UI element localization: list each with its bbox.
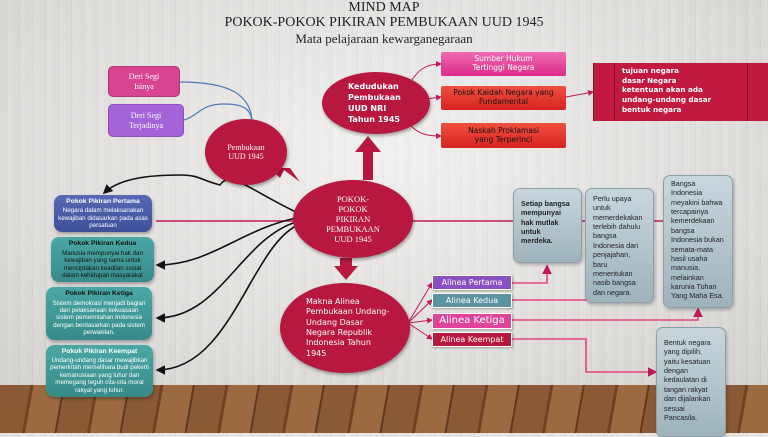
link-alinea-1 (512, 264, 552, 284)
divider (747, 63, 748, 121)
arrow-alinea-1 (407, 282, 433, 324)
arrow-pp-2 (155, 217, 297, 270)
arrow-to-kedudukan (355, 136, 381, 180)
link-alinea-3 (512, 307, 703, 321)
makna-node: Makna Alinea Pembukaan Undang-Undang Das… (280, 283, 410, 373)
connector-isi (179, 81, 253, 121)
detail-item: tujuan negara (622, 66, 679, 75)
arrow-pp-4 (155, 225, 297, 375)
arrow-detail (565, 89, 594, 98)
title-line3: Mata pelajaraan kewarganegaraan (295, 31, 473, 46)
alinea-ketiga: Alinea Ketiga (432, 313, 512, 329)
pp-text: Sistem demokrasi menjadi bagian dari pel… (52, 299, 146, 337)
explain-pertama: Setiap bangsa mempunyai hak mutlak untuk… (513, 188, 582, 263)
detail-item: ketentuan akan ada (622, 85, 703, 95)
detail-item: bentuk negara (622, 104, 682, 114)
alinea-pertama: Alinea Pertama (432, 275, 512, 290)
detail-item: dasar Negara (622, 75, 677, 85)
arrow-to-makna (334, 258, 358, 280)
arrow-pp-3 (155, 221, 297, 323)
pp-title: Pokok Pikiran Ketiga (65, 290, 133, 298)
segi-terjadi-node: Deri Segi Terjadinya (108, 104, 184, 137)
link-alinea-4 (512, 338, 658, 377)
arrow-alinea-4 (407, 322, 433, 340)
arrow-pp-1 (102, 174, 297, 213)
kedudukan-item-1: Sumber Hukum Tertinggi Negara (441, 52, 566, 76)
pp-title: Pokok Pikiran Pertama (66, 198, 140, 205)
detail-item: undang-undang dasar (622, 95, 712, 105)
arrow-kedudukan-1 (409, 61, 442, 84)
kedudukan-item-3: Naskah Proklamasi yang Terperinci (441, 123, 566, 148)
arrow-alinea-2 (407, 299, 433, 324)
alinea-kedua: Alinea Kedua (432, 293, 512, 308)
center-node: POKOK-POKOK PIKIRAN PEMBUKAAN UUD 1945 (293, 180, 413, 258)
explain-ketiga: Bangsa Indonesia meyakini bahwa tercapai… (663, 175, 733, 308)
kedudukan-item-2: Pokok Kaidah Negara yang Fundamental (441, 86, 566, 110)
arrow-alinea-3 (407, 317, 433, 324)
kedudukan-detail-box: tujuan negara dasar Negara ketentuan aka… (593, 63, 768, 121)
explain-keempat: Bentuk negara yang dipilih, yaitu kesatu… (656, 327, 726, 437)
kedudukan-node: Kedudukan Pembukaan UUD NRI Tahun 1945 (322, 72, 430, 134)
title-line2: POKOK-POKOK PIKIRAN PEMBUKAAN UUD 1945 (224, 15, 544, 30)
explain-kedua: Perlu upaya untuk memerdekakan terlebih … (585, 188, 654, 303)
divider (614, 63, 615, 121)
title-line1: MIND MAP (348, 0, 420, 15)
pp-text: Undang-undang dasar mewajibkan pemerinta… (50, 356, 149, 394)
arrow-kedudukan-3 (409, 124, 442, 139)
pp-text: Manusia mempunyai hak dan kewajiban yang… (62, 249, 143, 279)
alinea-keempat: Alinea Keempat (432, 332, 512, 347)
segi-isi-node: Deri Segi Isinya (108, 66, 180, 97)
pp-title: Pokok Pikiran Kedua (68, 240, 137, 248)
connector-terjadi (183, 103, 253, 121)
pembukaan-node: Pembukaan UUD 1945 (205, 119, 287, 185)
pp-text: Negara dalam melaksanakan kewajiban dida… (58, 207, 148, 230)
pp-title: Pokok Pikiran Keempat (61, 347, 138, 355)
